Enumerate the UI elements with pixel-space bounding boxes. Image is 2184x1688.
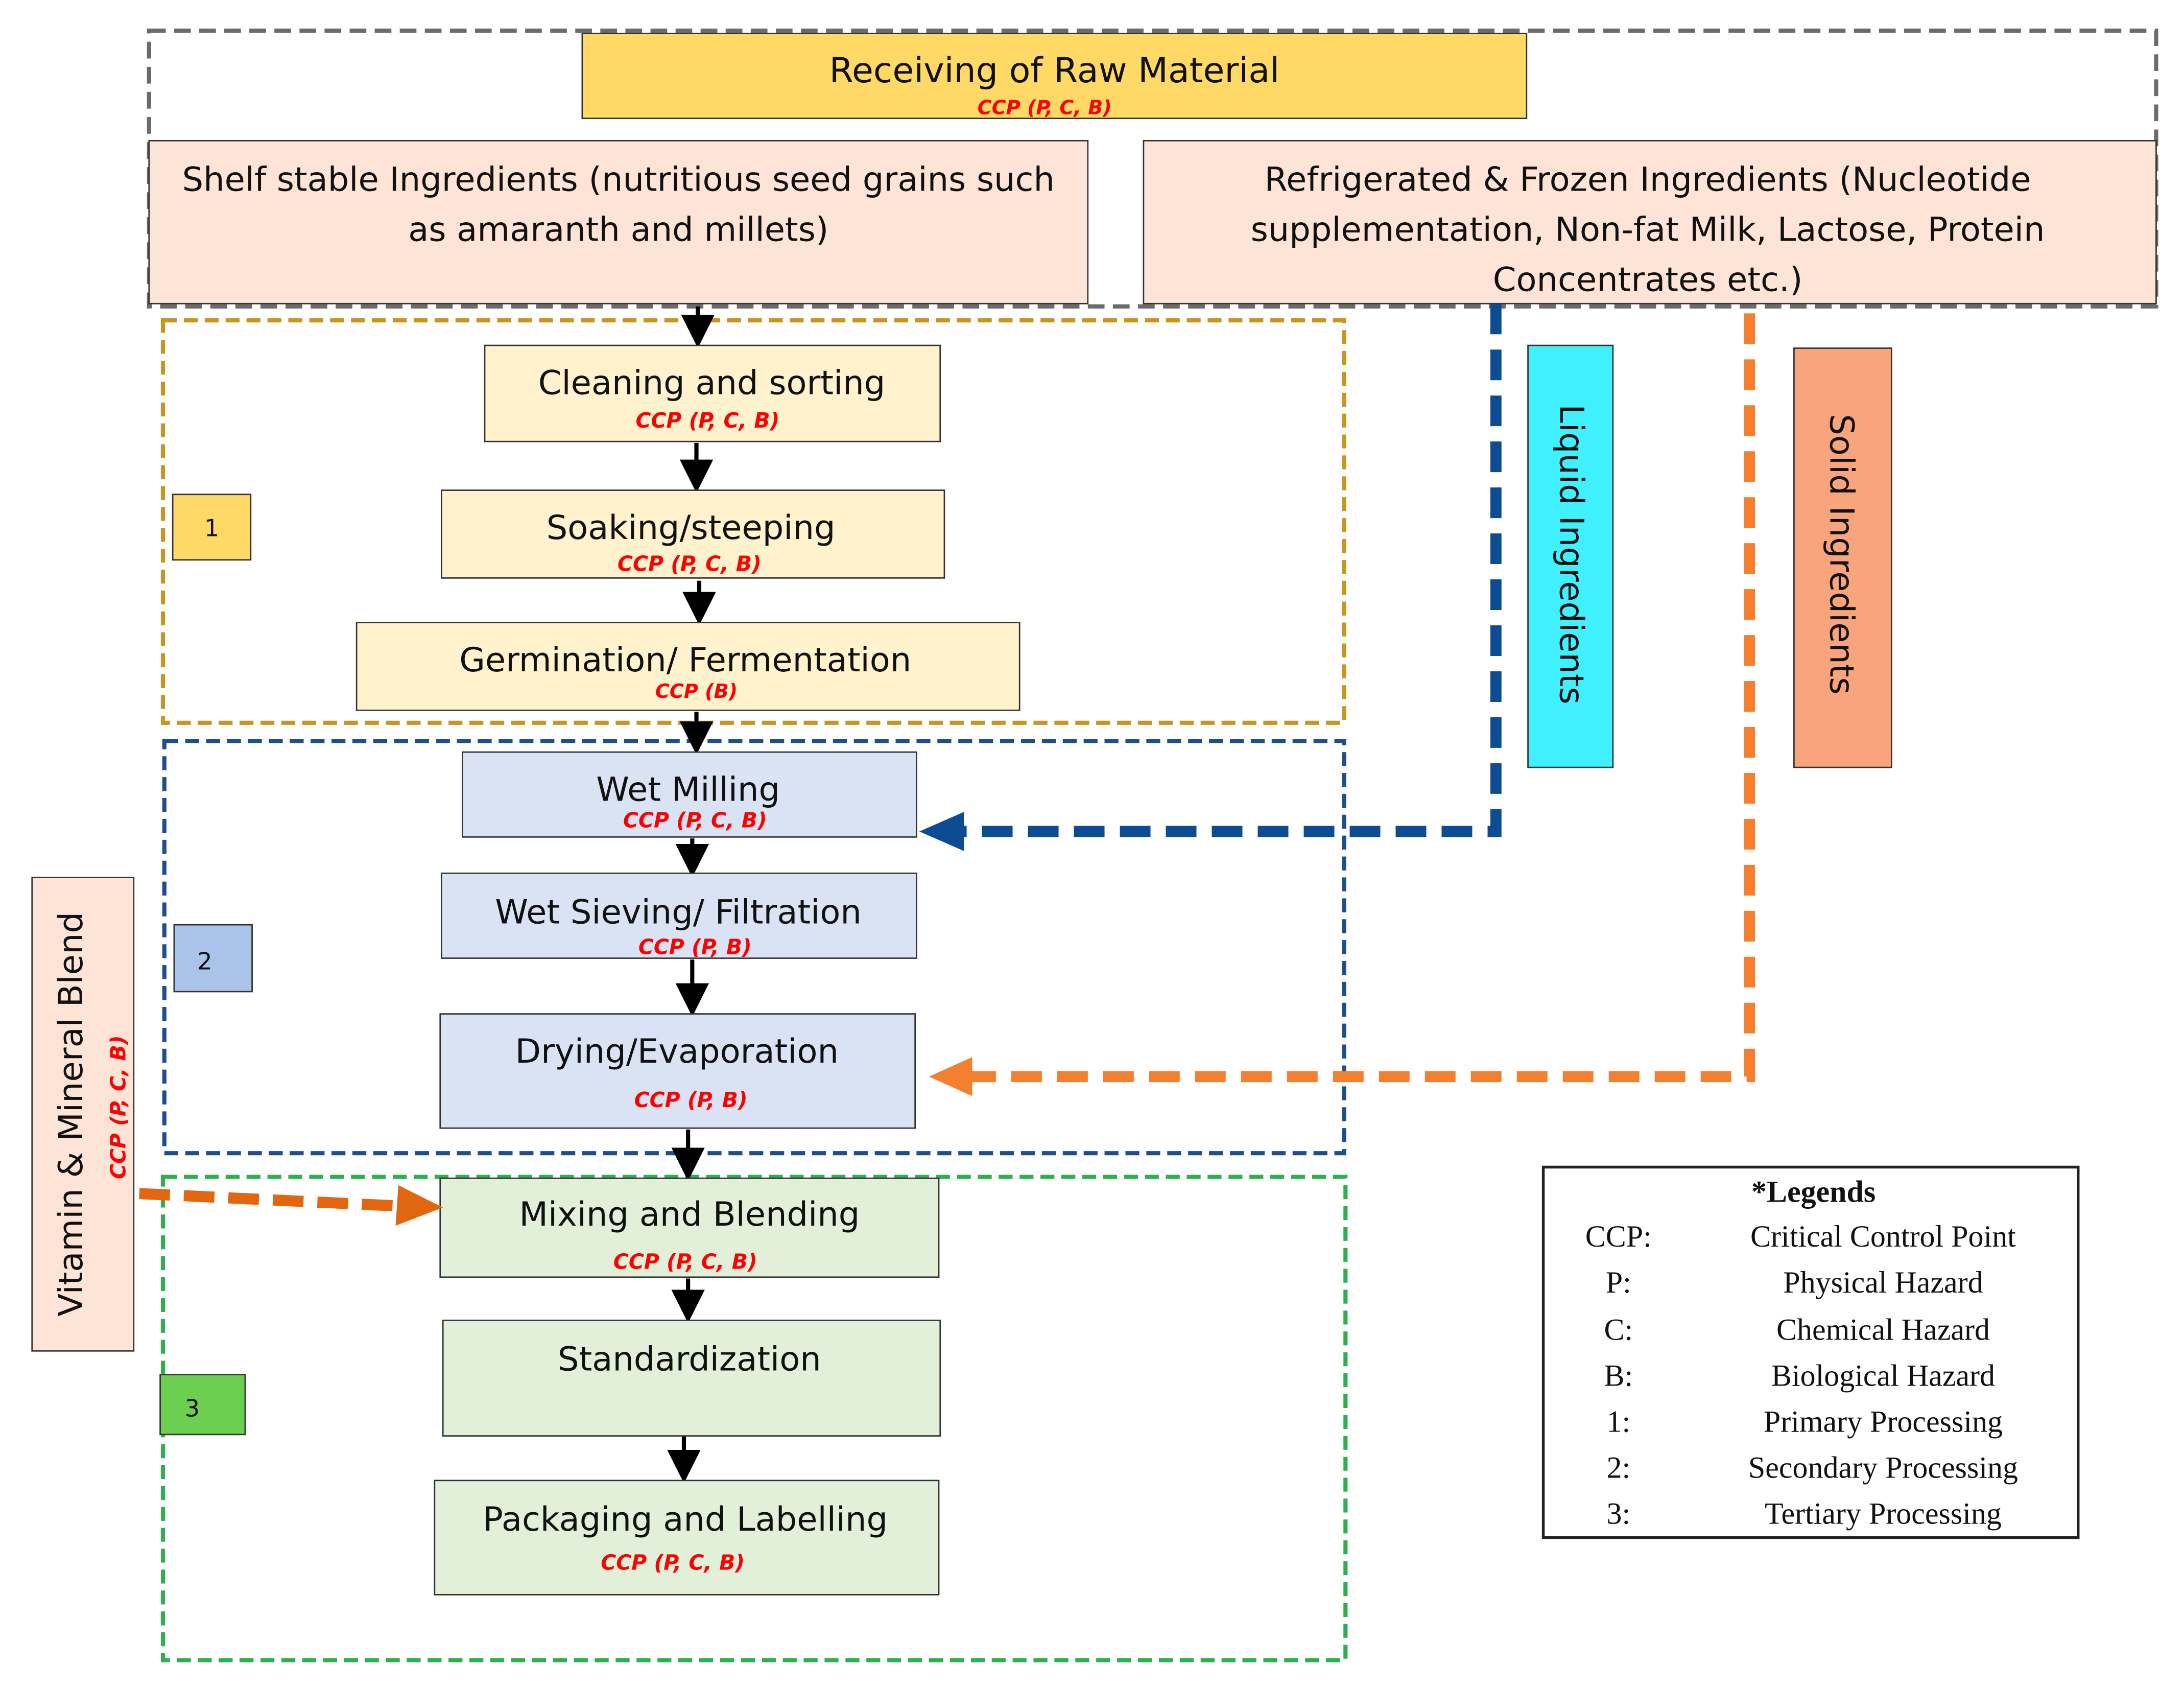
vitamin-connector <box>139 1188 401 1212</box>
step-mixing-label: Mixing and Blending <box>519 1195 860 1234</box>
legend-value-c: Chemical Hazard <box>1776 1312 1990 1346</box>
step-soaking-label: Soaking/steeping <box>547 508 836 547</box>
step-sieving-box <box>441 872 917 959</box>
liquid-ingredients-box <box>1527 344 1614 768</box>
step-mixing-ccp: CCP (P, C, B) <box>613 1249 757 1274</box>
shelf-stable-line-2: as amaranth and millets) <box>408 210 828 249</box>
legend-value-ccp: Critical Control Point <box>1750 1220 2016 1253</box>
liquid-arrowhead <box>919 812 964 851</box>
legend-key-ccp: CCP: <box>1585 1220 1652 1253</box>
vitamin-arrowhead <box>395 1185 443 1226</box>
solid-ingredients-connector <box>972 313 1755 1083</box>
legend-value-3: Tertiary Processing <box>1765 1496 2002 1530</box>
stage-2-badge <box>173 924 253 993</box>
step-packaging-box <box>434 1480 940 1596</box>
vitamin-blend-ccp: CCP (P, C, B) <box>106 1035 130 1179</box>
step-germination-label: Germination/ Fermentation <box>459 641 911 679</box>
solid-arrowhead <box>929 1057 972 1096</box>
legend-value-p: Physical Hazard <box>1783 1265 1983 1299</box>
step-drying-box <box>439 1013 916 1129</box>
stage-1-badge-label: 1 <box>204 514 220 542</box>
stage-3-badge-label: 3 <box>185 1394 200 1422</box>
step-wet-milling-ccp: CCP (P, C, B) <box>623 808 767 832</box>
legend-key-1: 1: <box>1606 1404 1630 1438</box>
legend-title: *Legends <box>1751 1175 1876 1209</box>
refrigerated-line-1: Refrigerated & Frozen Ingredients (Nucle… <box>1265 160 2031 199</box>
stage-3-frame <box>160 1175 1348 1662</box>
solid-ingredients-box <box>1793 347 1892 768</box>
step-standardization-box <box>442 1319 941 1437</box>
step-germination-box <box>355 622 1020 711</box>
step-drying-ccp: CCP (P, B) <box>634 1088 748 1112</box>
liquid-ingredients-connector <box>961 303 1502 837</box>
legend-key-c: C: <box>1604 1312 1633 1346</box>
step-drying-label: Drying/Evaporation <box>515 1032 839 1071</box>
step-mixing-box <box>439 1177 940 1278</box>
stage-1-frame <box>160 318 1346 725</box>
flow-arrows <box>667 306 716 1484</box>
vitamin-blend-label: Vitamin & Mineral Blend <box>52 912 90 1317</box>
step-cleaning-label: Cleaning and sorting <box>538 363 885 402</box>
step-cleaning-box <box>484 344 941 442</box>
solid-ingredients-label: Solid Ingredients <box>1822 414 1861 694</box>
receiving-ccp: CCP (P, C, B) <box>978 97 1112 120</box>
receiving-box <box>581 33 1528 120</box>
stage-3-badge <box>159 1374 246 1436</box>
shelf-stable-line-1: Shelf stable Ingredients (nutritious see… <box>182 160 1055 199</box>
legend-key-p: P: <box>1606 1265 1631 1299</box>
legend-key-3: 3: <box>1606 1496 1630 1530</box>
step-packaging-label: Packaging and Labelling <box>483 1500 888 1539</box>
refrigerated-box <box>1143 139 2157 304</box>
refrigerated-line-3: Concentrates etc.) <box>1493 261 1803 299</box>
legend-key-2: 2: <box>1606 1450 1630 1484</box>
legend-value-2: Secondary Processing <box>1748 1450 2018 1484</box>
refrigerated-line-2: supplementation, Non-fat Milk, Lactose, … <box>1251 210 2045 249</box>
receiving-title: Receiving of Raw Material <box>829 51 1279 91</box>
stage-1-badge <box>172 494 252 561</box>
step-cleaning-ccp: CCP (P, C, B) <box>635 408 779 433</box>
step-standardization-label: Standardization <box>558 1340 821 1378</box>
shelf-stable-box <box>148 139 1089 304</box>
liquid-ingredients-label: Liquid Ingredients <box>1552 404 1590 704</box>
legend-box <box>1541 1165 2080 1539</box>
legend-value-1: Primary Processing <box>1764 1404 2003 1438</box>
step-packaging-ccp: CCP (P, C, B) <box>601 1550 745 1575</box>
step-soaking-ccp: CCP (P, C, B) <box>618 552 762 576</box>
legend-items: CCP: Critical Control Point P: Physical … <box>1585 1220 2018 1530</box>
legend-key-b: B: <box>1604 1358 1633 1392</box>
step-sieving-label: Wet Sieving/ Filtration <box>495 893 862 931</box>
legend-value-b: Biological Hazard <box>1771 1358 1995 1392</box>
step-germination-ccp: CCP (B) <box>655 681 738 703</box>
vitamin-blend-box <box>31 877 135 1352</box>
stage-2-badge-label: 2 <box>197 947 212 975</box>
step-wet-milling-box <box>462 751 917 838</box>
step-wet-milling-label: Wet Milling <box>596 770 780 809</box>
step-soaking-box <box>441 489 945 579</box>
step-sieving-ccp: CCP (P, B) <box>638 934 752 959</box>
stage-2-frame <box>162 739 1346 1156</box>
